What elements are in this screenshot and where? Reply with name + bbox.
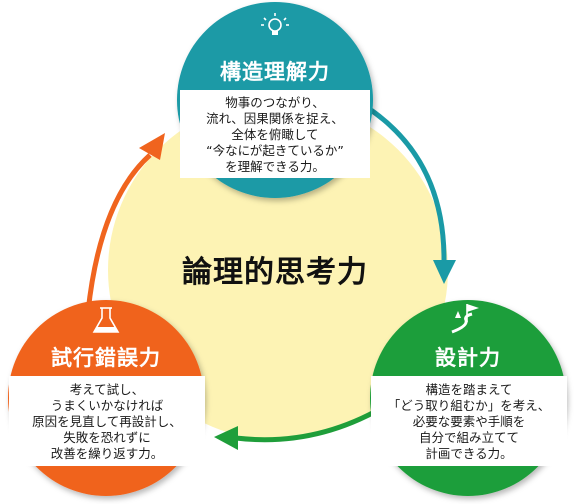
lightbulb-icon <box>261 13 289 35</box>
path-flag-icon <box>451 304 479 334</box>
flask-icon <box>92 307 120 333</box>
node-trial-text-box <box>9 376 205 466</box>
node-design-text-box <box>371 376 567 466</box>
node-structure-text-box <box>180 90 370 178</box>
node-structure <box>177 2 373 198</box>
arrow-structure-to-design <box>366 105 456 284</box>
node-design <box>370 300 567 496</box>
arrow-trial-to-structure <box>85 133 165 313</box>
node-trial <box>8 300 205 496</box>
